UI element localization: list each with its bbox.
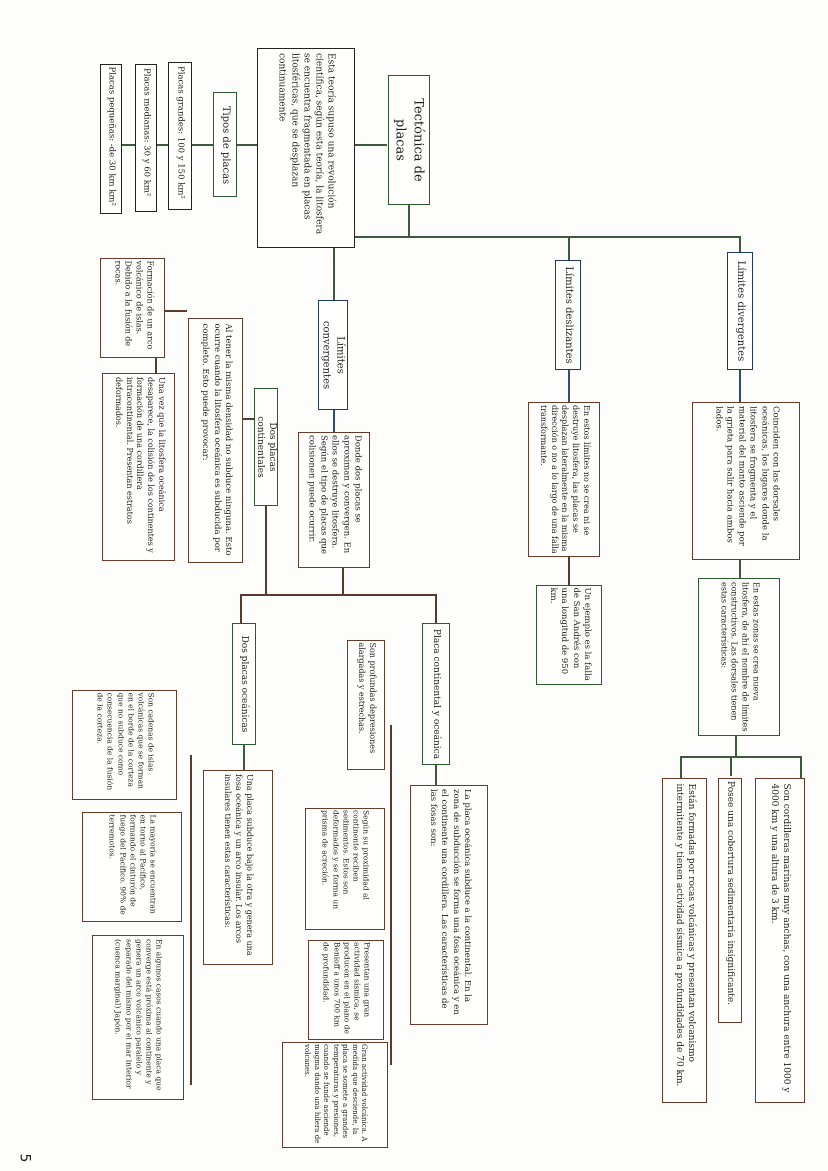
connector: [739, 370, 741, 402]
title-text: Tectónica de placas: [393, 98, 426, 182]
trench-desc: Son profundas depresiones alargadas y es…: [347, 640, 385, 770]
divergent-feature: Son cordilleras marinas muy anchas, con …: [755, 778, 805, 1103]
connector: [235, 144, 257, 146]
connector: [121, 144, 136, 146]
trench-feature: Gran actividad volcánica. A medida que d…: [282, 1042, 388, 1148]
connector: [739, 560, 741, 580]
divergent-desc: Coinciden con las dorsales oceánicas, lo…: [692, 402, 800, 560]
title-node: Tectónica de placas: [388, 75, 430, 205]
connector: [190, 144, 214, 146]
plate-types-node: Tipos de placas: [213, 92, 237, 197]
connector: [730, 756, 732, 776]
connector: [240, 594, 436, 596]
oceanic-item: La mayoría se encuentran en torno al Pac…: [82, 812, 182, 922]
connector: [240, 594, 242, 624]
connector: [333, 236, 335, 300]
trench-feature: Según su proximidad al continente recibe…: [305, 808, 385, 930]
connector: [390, 725, 392, 1065]
oceanic-desc: Una placa subduce bajo la otra y genera …: [203, 770, 273, 965]
connector: [408, 205, 410, 237]
continental-item: Una vez que la litosfera oceánica desapa…: [102, 373, 175, 561]
page-number: 5: [16, 1153, 33, 1163]
divergent-feature: Están formadas por rocas volcánicas y pr…: [662, 778, 707, 1103]
continental-desc: Al tener la misma densidad no subduce ni…: [188, 318, 243, 563]
transform-example: Un ejemplo es la falla de San Andrés con…: [536, 585, 602, 685]
divergent-desc2: En estas zonas se crea nueva litosfera, …: [698, 578, 780, 736]
oceanic-item: En algunos casos cuando una placa que co…: [92, 935, 184, 1100]
connector: [435, 594, 437, 624]
connector: [355, 144, 387, 146]
divergent-node: Límites divergentes: [727, 252, 753, 370]
connector: [735, 735, 737, 757]
trench-feature: Presentan una gran actividad sísmica, se…: [308, 940, 384, 1040]
connector: [190, 755, 192, 1085]
intro-node: Esta teoría supuso una revolución cientí…: [257, 48, 355, 248]
convergent-desc: Donde dos placas se aproximan y converge…: [298, 432, 370, 568]
divergent-feature: Posee una cobertura sedimentaria insigni…: [718, 778, 742, 1023]
connector: [155, 310, 187, 312]
plate-type-item: Placas medianas: 30 y 60 km²: [135, 64, 157, 212]
cont-oceanic-desc: La placa oceánica subduce a la continent…: [410, 785, 488, 1025]
continental-node: Dos placas continentales: [254, 388, 278, 506]
intro-text: Esta teoría supuso una revolución cientí…: [276, 53, 336, 235]
connector: [568, 555, 570, 585]
connector: [150, 144, 168, 146]
connector: [265, 505, 267, 595]
cont-oceanic-node: Placa continental y oceánica: [422, 623, 450, 765]
plate-type-item: Placas pequeñas: -de 30 km km²: [100, 64, 122, 214]
connector: [568, 236, 570, 260]
convergent-node: Límites convergentes: [318, 300, 348, 410]
connector: [333, 410, 335, 432]
connector: [680, 756, 682, 778]
oceanic-item: Son cadenas de islas volcánicas que se f…: [72, 690, 177, 800]
connector: [342, 568, 344, 594]
transform-desc: En estos límites no se crea ni se destru…: [528, 402, 600, 557]
plate-types-label: Tipos de placas: [219, 105, 231, 184]
oceanic-node: Dos placas oceánicas: [232, 623, 256, 745]
connector: [739, 236, 741, 252]
connector: [240, 418, 254, 420]
connector: [680, 756, 802, 758]
connector: [435, 765, 437, 785]
connector: [333, 236, 739, 238]
connector: [568, 370, 570, 402]
connector: [243, 745, 245, 771]
plate-type-item: Placas grandes: 100 y 150 km²: [168, 62, 192, 210]
continental-item: Formación de un arco volcánico de islas.…: [100, 258, 165, 358]
transform-node: Límites deslizantes: [555, 260, 581, 370]
connector: [800, 756, 802, 778]
